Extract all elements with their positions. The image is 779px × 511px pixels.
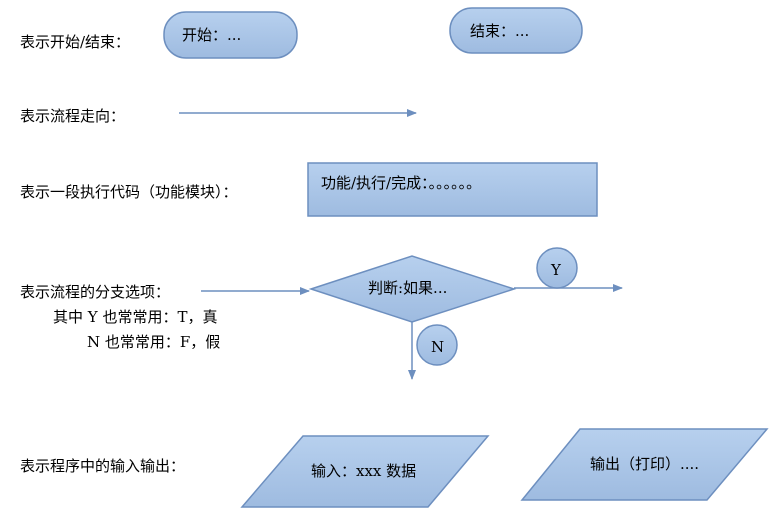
yes-circle-shape bbox=[536, 247, 578, 289]
input-text: 输入：xxx 数据 bbox=[311, 462, 417, 480]
output-text: 输出（打印）.... bbox=[590, 455, 700, 473]
yes-label: Y bbox=[551, 261, 561, 279]
input-parallelogram-shape bbox=[240, 435, 490, 508]
decision-description: 表示流程的分支选项： bbox=[20, 283, 171, 301]
no-circle-shape bbox=[416, 324, 458, 366]
end-terminator-text: 结束：... bbox=[470, 22, 530, 40]
start-terminator-text: 开始：... bbox=[182, 26, 242, 44]
start-end-description: 表示开始/结束： bbox=[20, 33, 131, 51]
decision-diamond-text: 判断:如果... bbox=[368, 279, 448, 297]
decision-note-n: N 也常常用：F，假 bbox=[87, 333, 221, 351]
io-description: 表示程序中的输入输出： bbox=[20, 457, 186, 475]
decision-diamond-shape bbox=[308, 255, 517, 323]
process-description: 表示一段执行代码（功能模块）： bbox=[20, 183, 238, 201]
end-terminator-shape bbox=[449, 7, 583, 54]
flow-description: 表示流程走向： bbox=[20, 107, 126, 125]
process-box-text: 功能/执行/完成：。。。。。。 bbox=[321, 174, 482, 192]
start-terminator-shape bbox=[163, 11, 298, 59]
no-label: N bbox=[431, 338, 445, 356]
process-box-shape bbox=[307, 162, 598, 217]
output-parallelogram-shape bbox=[520, 428, 769, 501]
decision-note-y: 其中 Y 也常常用：T，真 bbox=[53, 308, 218, 326]
